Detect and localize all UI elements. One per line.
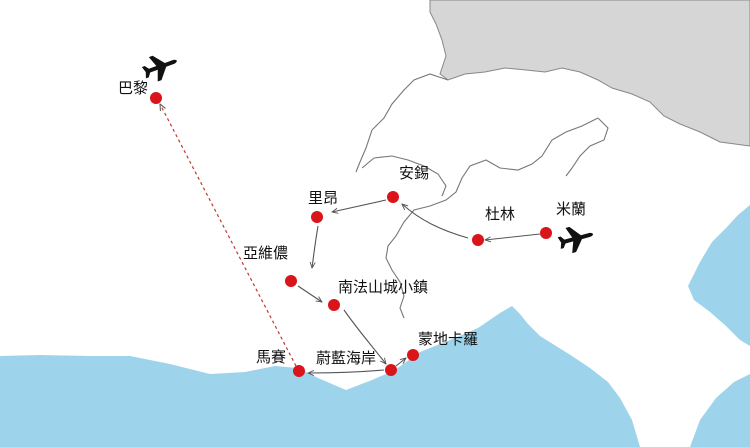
label-paris: 巴黎 bbox=[118, 79, 148, 97]
route-turin-annecy bbox=[402, 204, 469, 239]
route-avignon-hilltowns bbox=[297, 285, 322, 302]
route-nice-marseille bbox=[308, 369, 385, 373]
route-nice-monaco bbox=[395, 358, 406, 367]
city-marker-turin bbox=[472, 234, 484, 246]
sea-west bbox=[0, 306, 640, 447]
label-milan: 米蘭 bbox=[556, 200, 586, 218]
city-marker-milan bbox=[540, 227, 552, 239]
country-borders bbox=[355, 73, 609, 319]
airplane-icon-milan bbox=[557, 226, 594, 254]
sea-east bbox=[688, 205, 750, 346]
mediterranean-sea bbox=[0, 205, 750, 447]
label-nice: 蔚藍海岸 bbox=[316, 349, 376, 367]
route-hilltowns-nice bbox=[343, 309, 386, 364]
route-annecy-lyon bbox=[332, 199, 387, 212]
route-marseille-paris bbox=[160, 104, 297, 367]
city-marker-marseille bbox=[293, 365, 305, 377]
city-markers bbox=[150, 92, 552, 377]
label-marseille: 馬賽 bbox=[256, 348, 286, 366]
label-annecy: 安錫 bbox=[399, 164, 429, 182]
travel-routes bbox=[160, 104, 541, 373]
route-lyon-avignon bbox=[312, 225, 319, 268]
airplane-icon-paris bbox=[141, 55, 177, 82]
label-hilltowns: 南法山城小鎮 bbox=[338, 278, 428, 296]
city-marker-avignon bbox=[285, 275, 297, 287]
label-avignon: 亞維儂 bbox=[243, 244, 288, 262]
city-marker-annecy bbox=[387, 191, 399, 203]
route-milan-turin bbox=[485, 233, 541, 240]
city-marker-nice bbox=[385, 364, 397, 376]
label-lyon: 里昂 bbox=[308, 189, 338, 207]
city-marker-paris bbox=[150, 92, 162, 104]
label-turin: 杜林 bbox=[485, 205, 515, 223]
city-labels: 巴黎 安錫 里昂 杜林 米蘭 亞維儂 南法山城小鎮 蒙地卡羅 蔚藍海岸 馬賽 bbox=[118, 79, 586, 367]
city-marker-hilltowns bbox=[328, 299, 340, 311]
sea-southeast bbox=[690, 374, 750, 447]
city-marker-monaco bbox=[407, 349, 419, 361]
city-marker-lyon bbox=[311, 211, 323, 223]
neighbor-land bbox=[429, 0, 750, 147]
label-monaco: 蒙地卡羅 bbox=[418, 330, 478, 348]
